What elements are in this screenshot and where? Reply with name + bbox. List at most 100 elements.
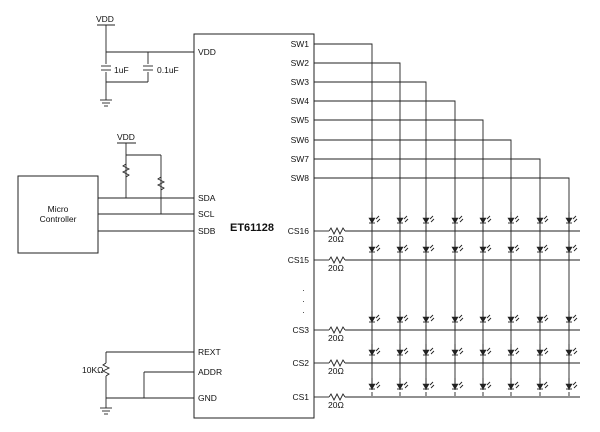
rext-resistor-label: 10KΩ [82,365,103,375]
led-r4-c4 [479,378,492,396]
cap-0-1uf-label: 0.1uF [157,65,179,75]
pin-label-sw3: SW3 [291,77,310,87]
micro-controller-line2: Controller [40,214,77,224]
ground-symbol-top [100,99,112,107]
sw-bus-4 [314,100,456,390]
pin-label-scl: SCL [198,209,215,219]
rext-resistor [101,362,111,377]
row-ellipsis: · · · [302,285,305,317]
led-r4-c6 [536,378,549,396]
led-r3-c4 [479,344,492,362]
chip-name: ET61128 [230,222,274,234]
cs-resistor-cs15 [328,255,346,265]
led-r2-c1 [396,311,409,329]
pullup-resistor-sda [121,163,131,178]
led-r0-c6 [536,212,549,230]
sw-bus-lines [314,43,570,390]
led-r1-c7 [565,241,578,259]
vdd-top-label: VDD [96,14,114,24]
led-r0-c0 [368,212,381,230]
led-r3-c0 [368,344,381,362]
led-r1-c3 [451,241,464,259]
led-r4-c2 [422,378,435,396]
sw-bus-3 [314,81,427,390]
led-r1-c1 [396,241,409,259]
led-r3-c2 [422,344,435,362]
led-r2-c4 [479,311,492,329]
cs-resistor-cs2 [328,358,346,368]
led-r2-c3 [451,311,464,329]
ellipsis-dot-3: · [302,307,305,317]
cs-resistor-cs1 [328,392,346,402]
sw-bus-6 [314,139,512,390]
controller-section: Micro Controller VDD [17,132,194,254]
capacitor-1uf [100,64,112,72]
led-r0-c3 [451,212,464,230]
led-r4-c5 [507,378,520,396]
cap-1uf-label: 1uF [114,65,129,75]
led-r4-c0 [368,378,381,396]
pin-label-sdb: SDB [198,226,216,236]
led-r3-c3 [451,344,464,362]
pin-label-addr: ADDR [198,367,222,377]
led-r4-c1 [396,378,409,396]
micro-controller-box [17,175,99,254]
led-r0-c2 [422,212,435,230]
led-r1-c5 [507,241,520,259]
led-r2-c7 [565,311,578,329]
sw-bus-1 [314,43,373,390]
led-r3-c7 [565,344,578,362]
led-r2-c2 [422,311,435,329]
pullup-resistor-scl [156,176,166,191]
pin-label-cs16: CS16 [288,226,310,236]
led-r3-c6 [536,344,549,362]
pin-label-sw7: SW7 [291,154,310,164]
led-r0-c5 [507,212,520,230]
led-r1-c0 [368,241,381,259]
pin-label-sw8: SW8 [291,173,310,183]
led-r1-c4 [479,241,492,259]
supply-section: VDD 1uF 0.1uF [96,14,194,107]
ground-symbol-bottom [100,407,112,415]
ellipsis-dot-2: · [302,296,305,306]
pin-label-sda: SDA [198,193,216,203]
led-r3-c5 [507,344,520,362]
cs-resistor-label-cs15: 20Ω [328,263,344,273]
sw-bus-8 [314,177,570,390]
led-r2-c6 [536,311,549,329]
pin-label-gnd: GND [198,393,217,403]
led-r1-c2 [422,241,435,259]
led-r3-c1 [396,344,409,362]
cs-resistor-cs16 [328,226,346,236]
led-r2-c0 [368,311,381,329]
sw-bus-5 [314,119,484,390]
pin-label-cs1: CS1 [292,392,309,402]
pin-label-sw5: SW5 [291,115,310,125]
led-r0-c1 [396,212,409,230]
led-r1-c6 [536,241,549,259]
ellipsis-dot-1: · [302,285,305,295]
pin-label-cs2: CS2 [292,358,309,368]
pin-label-vdd: VDD [198,47,216,57]
pin-label-sw4: SW4 [291,96,310,106]
led-r2-c5 [507,311,520,329]
pin-label-sw6: SW6 [291,135,310,145]
pin-label-sw2: SW2 [291,58,310,68]
cs-resistor-label-cs1: 20Ω [328,400,344,410]
pin-label-cs3: CS3 [292,325,309,335]
left-pin-labels: VDD SDA SCL SDB REXT ADDR GND [198,47,222,403]
led-matrix [368,212,578,396]
vdd-pullup-label: VDD [117,132,135,142]
pin-label-rext: REXT [198,347,221,357]
cs-resistor-label-cs16: 20Ω [328,234,344,244]
cs-resistor-cs3 [328,325,346,335]
cs-resistor-label-cs3: 20Ω [328,333,344,343]
sw-bus-2 [314,62,401,390]
capacitor-0-1uf [142,64,154,72]
led-r0-c4 [479,212,492,230]
rext-section: 10KΩ [82,351,194,415]
